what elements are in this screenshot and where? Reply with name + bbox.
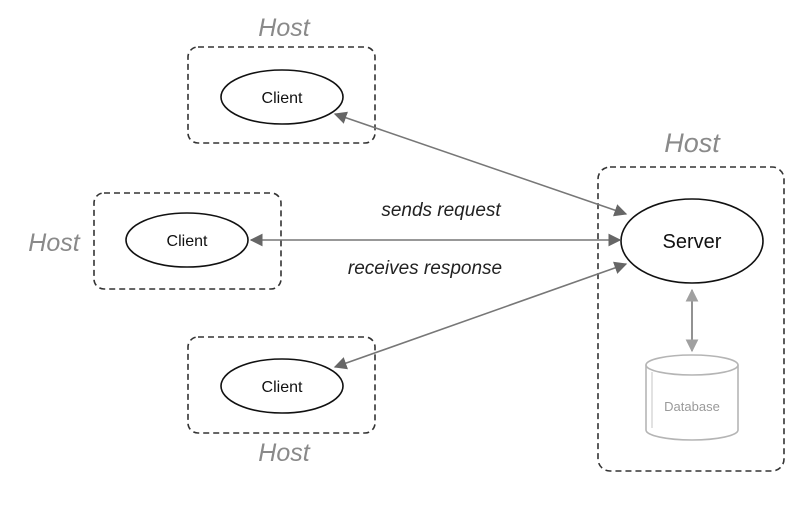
host-bottom: Host Client [187, 336, 376, 467]
client-bottom-server-arrow [333, 261, 628, 370]
database-icon[interactable] [645, 354, 739, 441]
client-top-label: Client [262, 90, 303, 107]
server-label: Server [663, 231, 722, 253]
host-label-server: Host [664, 128, 721, 158]
sends-request-label: sends request [381, 200, 501, 221]
client-bottom-node[interactable] [220, 358, 344, 414]
host-top: Host Client [187, 14, 376, 144]
host-box-top [187, 46, 376, 144]
receives-response-label: receives response [348, 258, 502, 279]
client-middle-node[interactable] [125, 212, 249, 268]
client-top-server-arrow [333, 111, 628, 217]
host-label-middle: Host [28, 229, 80, 257]
client-top-node[interactable] [220, 69, 344, 125]
database-label: Database [664, 399, 720, 414]
host-label-bottom: Host [258, 439, 310, 467]
host-box-bottom [187, 336, 376, 434]
client-bottom-label: Client [262, 379, 303, 396]
host-middle: Host Client [28, 192, 282, 290]
host-label-top: Host [258, 14, 310, 42]
client-middle-label: Client [167, 233, 208, 250]
host-server: Host Server Database [597, 128, 785, 472]
